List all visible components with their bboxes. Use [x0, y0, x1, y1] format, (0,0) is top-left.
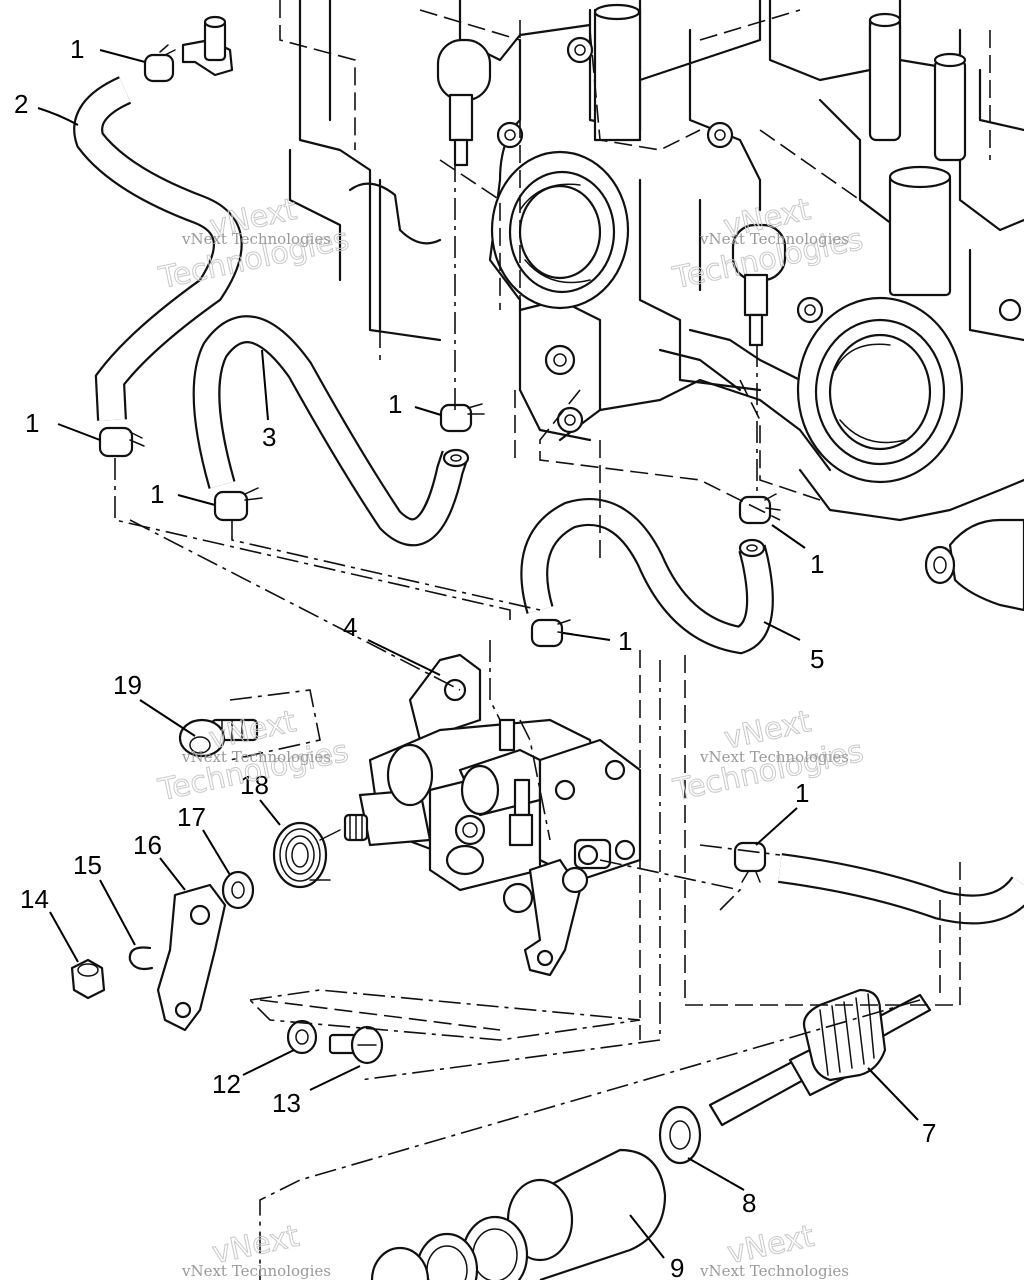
hose-lower-right: [778, 853, 1024, 925]
watermark-small-6: vNext Technologies: [699, 1262, 849, 1280]
clamp-lower: [733, 841, 767, 883]
part-19-screw: [178, 718, 259, 758]
callout-7: 7: [922, 1118, 936, 1148]
callout-1-top: 1: [70, 34, 84, 64]
fuel-fitting-left: [436, 38, 492, 167]
callout-4: 4: [343, 612, 357, 642]
part-17-washer: [221, 870, 255, 910]
hose-2: [73, 76, 243, 421]
callout-17: 17: [177, 802, 206, 832]
callout-1-hose3: 1: [150, 479, 164, 509]
clamp-top: [143, 44, 176, 83]
callout-15: 15: [73, 850, 102, 880]
part-12-washer: [286, 1019, 318, 1055]
clamp-center: [439, 403, 485, 433]
part-18-spring: [272, 821, 341, 889]
clamp-right: [738, 493, 781, 525]
callout-9: 9: [670, 1253, 684, 1280]
elbow-fitting-top: [181, 15, 234, 77]
callout-5: 5: [810, 644, 824, 674]
watermark-small-3: vNext Technologies: [181, 748, 331, 766]
callout-14: 14: [20, 884, 49, 914]
hose-3: [192, 315, 470, 547]
callout-1-left: 1: [25, 408, 39, 438]
watermark-small-5: vNext Technologies: [181, 1262, 331, 1280]
part-8-washer: [658, 1105, 702, 1165]
callout-19: 19: [113, 670, 142, 700]
part-13-bolt: [328, 1025, 384, 1065]
callout-1-right: 1: [810, 549, 824, 579]
callout-labels: 1 2 1 1 3 1 1 1 5 4 19 18 17 16 15 14 1 …: [14, 34, 936, 1280]
part-7-drive-gear: [708, 988, 932, 1127]
callout-1-lower: 1: [795, 778, 809, 808]
callout-13: 13: [272, 1088, 301, 1118]
fuel-pump-assembly: [343, 653, 642, 977]
fuel-fitting-right: [731, 223, 787, 347]
callout-2: 2: [14, 89, 28, 119]
callout-3: 3: [262, 422, 276, 452]
callout-8: 8: [742, 1188, 756, 1218]
clamp-hose3: [213, 487, 263, 522]
part-16-lever: [156, 883, 227, 1032]
clamp-left: [98, 426, 145, 458]
hose-5: [520, 498, 774, 655]
callout-12: 12: [212, 1069, 241, 1099]
part-15-clip: [128, 946, 154, 971]
watermark-small-2: vNext Technologies: [699, 230, 849, 248]
assembly-lines: [114, 0, 991, 1280]
callout-1-center: 1: [388, 389, 402, 419]
leader-lines: [37, 49, 919, 1259]
engine-block: [288, 0, 1024, 612]
part-9-bushing: [370, 1148, 667, 1280]
watermark-small-4: vNext Technologies: [699, 748, 849, 766]
callout-18: 18: [240, 770, 269, 800]
part-14-nut: [70, 958, 106, 1000]
watermark-small-1: vNext Technologies: [181, 230, 331, 248]
callout-1-pump: 1: [618, 626, 632, 656]
callout-16: 16: [133, 830, 162, 860]
